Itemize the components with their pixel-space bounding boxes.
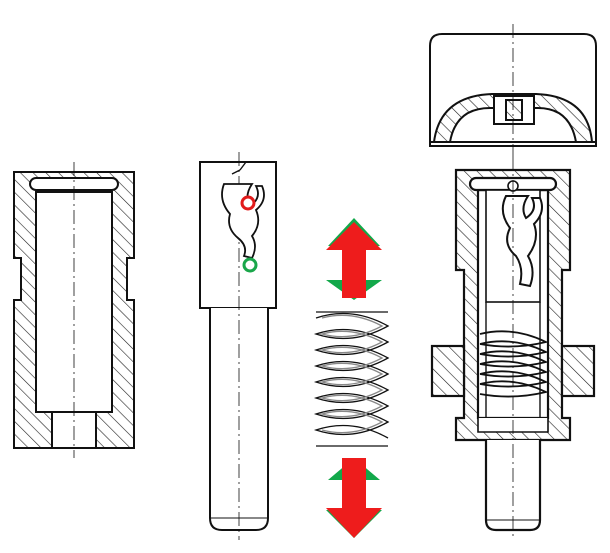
- assembled-mechanism: [430, 156, 596, 540]
- cap-housing: [429, 24, 597, 156]
- cam-plunger: [199, 152, 277, 540]
- sleeve-housing: [13, 162, 135, 458]
- up-arrow-red: [326, 222, 382, 298]
- red-marker: [240, 195, 256, 211]
- compression-spring: [313, 218, 390, 538]
- down-arrow-red: [326, 458, 382, 538]
- green-marker: [242, 257, 258, 273]
